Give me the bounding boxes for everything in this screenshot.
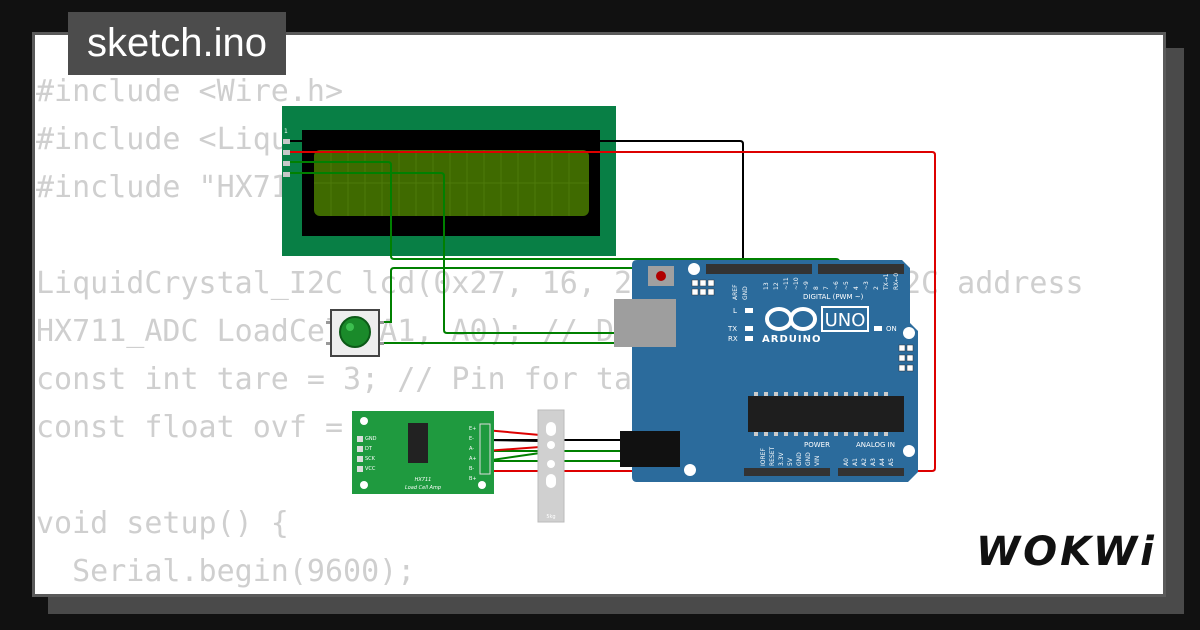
gnd-label: GND (742, 286, 749, 300)
pin-label: VIN (814, 456, 821, 466)
push-button[interactable] (326, 309, 384, 357)
hx711-subtitle: Load Cell Amp (405, 485, 441, 491)
hx711-pin-gnd: GND (365, 436, 377, 442)
lcd-pin-number: 1 (284, 128, 288, 135)
aref-label: AREF (732, 284, 739, 300)
pin-label: 5V (787, 457, 794, 466)
pin-label: 2 (873, 286, 880, 290)
hx711-pin-a-minus: A- (469, 446, 474, 452)
hx711-pin-e-minus: E- (469, 436, 474, 442)
wire-e-minus (484, 439, 541, 442)
pin-label: 3.3V (778, 451, 785, 466)
load-cell[interactable]: 5kg (537, 409, 565, 523)
lcd-module[interactable]: 1 (282, 106, 616, 256)
pin-label: 4 (853, 286, 860, 290)
wire-lcd-gnd (290, 140, 744, 272)
pin-label: ~11 (783, 277, 790, 290)
pin-label: ~9 (803, 281, 810, 290)
load-cell-label: 5kg (546, 514, 555, 520)
wire-lcd-scl (290, 172, 847, 468)
pin-label: ~10 (793, 277, 800, 290)
hx711-pin-e-plus: E+ (469, 426, 476, 432)
pin-label: A0 (843, 458, 850, 466)
wire-lcd-sda (290, 161, 840, 468)
digital-label: DIGITAL (PWM ~) (803, 293, 864, 301)
wire-lcd-vcc (290, 151, 936, 472)
tx-label: TX (727, 325, 737, 333)
pin-label: IOREF (760, 448, 767, 466)
pin-label: ~6 (833, 281, 840, 290)
pin-label: 8 (813, 286, 820, 290)
hx711-name: HX711 (415, 477, 432, 483)
wokwi-logo: WOKWi (976, 529, 1157, 575)
hx711-pin-a-plus: A+ (469, 456, 477, 462)
code-line: #include <Wire.h> (36, 74, 344, 109)
pin-label: 12 (773, 282, 780, 290)
pin-label: A5 (888, 458, 895, 466)
analog-label: ANALOG IN (856, 441, 895, 449)
arduino-model: UNO (825, 310, 866, 331)
hx711-pin-b-plus: B+ (469, 476, 477, 482)
pin-label: ~5 (843, 281, 850, 290)
pin-label: A1 (852, 458, 859, 466)
pin-label: ~3 (863, 281, 870, 290)
sketch-title: sketch.ino (68, 12, 286, 75)
hx711-module[interactable]: GND DT SCK VCC E+ E- A- A+ B- B+ HX711 L… (352, 411, 494, 494)
arduino-brand: ARDUINO (762, 334, 821, 345)
wire-a-plus (484, 452, 541, 462)
pin-label: A2 (861, 458, 868, 466)
power-label: POWER (804, 441, 830, 449)
pin-label: A3 (870, 458, 877, 466)
rx-label: RX (728, 335, 738, 343)
l-led-label: L (733, 307, 737, 315)
pin-label: GND (805, 452, 812, 466)
pin-label: A4 (879, 458, 886, 466)
hx711-pin-b-minus: B- (469, 466, 474, 472)
hx711-pin-sck: SCK (365, 456, 376, 462)
pin-label: GND (796, 452, 803, 466)
hx711-pin-dt: DT (365, 446, 373, 452)
pin-label: RESET (769, 446, 776, 466)
wire-e-plus (484, 429, 541, 436)
wire-a-minus (484, 446, 541, 452)
wire-button-pin (378, 267, 877, 323)
hx711-pin-vcc: VCC (365, 466, 376, 472)
on-label: ON (886, 325, 897, 333)
pin-label: TX→1 (883, 273, 890, 291)
arduino-uno[interactable]: UNO ARDUINO DIGITAL (PWM ~) POWER ANALOG… (614, 260, 918, 482)
code-line: Serial.begin(9600); (36, 554, 416, 589)
pin-label: 13 (763, 282, 770, 290)
pin-label: 7 (823, 286, 830, 290)
code-line: void setup() { (36, 506, 289, 541)
pin-label: RX←0 (893, 273, 900, 290)
